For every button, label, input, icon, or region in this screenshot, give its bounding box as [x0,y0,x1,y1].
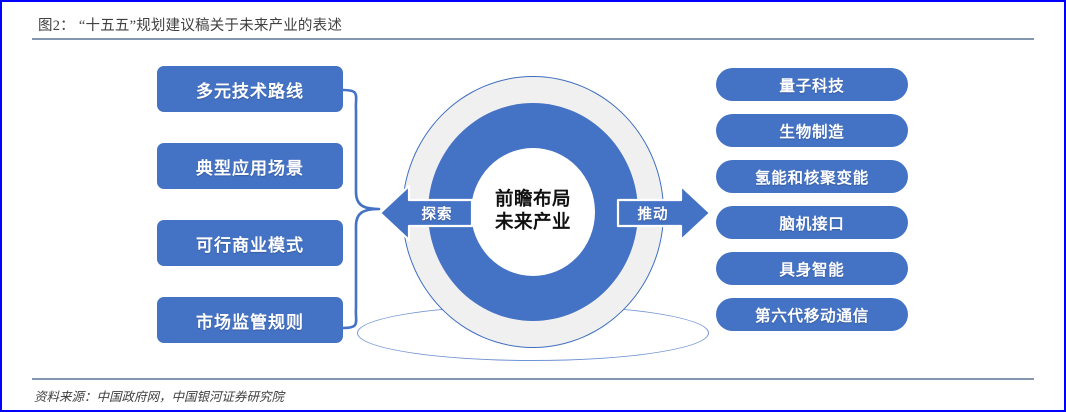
center-core: 前瞻布局 未来产业 [471,148,595,276]
right-arrow: 推动 [616,180,712,246]
left-box-0-label: 多元技术路线 [196,81,304,101]
header-divider [32,38,1034,40]
right-pill-4[interactable]: 具身智能 [716,252,908,285]
left-box-3[interactable]: 市场监管规则 [157,297,343,343]
diagram-canvas: 前瞻布局 未来产业 多元技术路线 典型应用场景 可行商业模式 市场监管规则 探索 [2,42,1064,376]
left-box-1-label: 典型应用场景 [196,158,304,178]
right-pill-1[interactable]: 生物制造 [716,114,908,147]
figure-title-text: “十五五”规划建议稿关于未来产业的表述 [78,18,343,34]
right-pill-4-label: 具身智能 [779,261,845,279]
left-box-0[interactable]: 多元技术路线 [157,66,343,112]
curly-brace-icon [339,88,383,330]
right-pill-0-label: 量子科技 [779,77,845,95]
right-pill-3-label: 脑机接口 [779,215,845,233]
source-note: 资料来源：中国政府网，中国银河证券研究院 [34,390,285,404]
right-pill-3[interactable]: 脑机接口 [716,206,908,239]
left-box-2[interactable]: 可行商业模式 [157,220,343,266]
center-label-line2: 未来产业 [494,213,571,233]
right-pill-5[interactable]: 第六代移动通信 [716,298,908,331]
right-pill-0[interactable]: 量子科技 [716,68,908,101]
figure-number: 图2： [38,18,75,34]
right-pill-2[interactable]: 氢能和核聚变能 [716,160,908,193]
figure-caption: 图2：“十五五”规划建议稿关于未来产业的表述 [38,14,342,35]
center-label-line1: 前瞻布局 [494,190,571,211]
right-pill-2-label: 氢能和核聚变能 [754,169,870,187]
left-box-1[interactable]: 典型应用场景 [157,143,343,189]
footer-divider [32,378,1034,380]
right-pill-1-label: 生物制造 [779,123,845,141]
right-pill-5-label: 第六代移动通信 [754,307,870,325]
left-box-2-label: 可行商业模式 [196,235,304,255]
left-box-3-label: 市场监管规则 [196,312,304,332]
left-arrow: 探索 [378,180,474,246]
